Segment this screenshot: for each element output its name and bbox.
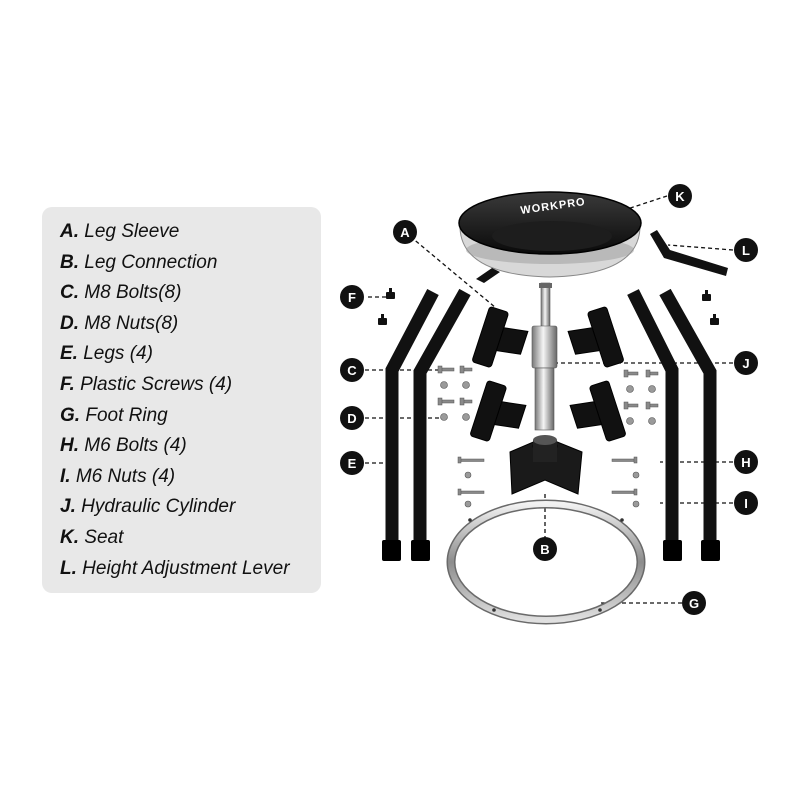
part-letter: G. (60, 404, 81, 426)
parts-list-panel: A. Leg Sleeve B. Leg Connection C. M8 Bo… (42, 207, 321, 593)
part-item-g: G. Foot Ring (60, 401, 290, 432)
part-name: Leg Connection (84, 251, 218, 273)
part-name: M6 Bolts (4) (84, 435, 187, 457)
legs-part (385, 288, 717, 545)
part-name: Seat (84, 526, 124, 548)
svg-text:C: C (347, 363, 357, 378)
part-item-h: H. M6 Bolts (4) (60, 431, 290, 462)
part-item-i: I. M6 Nuts (4) (60, 462, 290, 493)
svg-text:A: A (400, 225, 410, 240)
callout-j: J (734, 351, 758, 375)
callout-i: I (734, 491, 758, 515)
leader-a (404, 231, 497, 309)
svg-text:L: L (742, 243, 750, 258)
callout-badges: A B C D E F G H I J K L (340, 184, 758, 615)
part-item-a: A. Leg Sleeve (60, 217, 290, 248)
part-name: Foot Ring (85, 404, 168, 426)
svg-text:K: K (675, 189, 685, 204)
part-name: Plastic Screws (4) (80, 373, 233, 395)
callout-l: L (734, 238, 758, 262)
part-letter: J. (60, 496, 76, 518)
part-letter: K. (60, 526, 79, 548)
svg-text:F: F (348, 290, 356, 305)
part-item-k: K. Seat (60, 523, 290, 554)
callout-d: D (340, 406, 364, 430)
svg-text:E: E (348, 456, 357, 471)
part-name: Leg Sleeve (84, 221, 180, 242)
foot-ring-part (446, 499, 646, 625)
leg-sleeve-part (470, 306, 626, 442)
part-letter: L. (60, 557, 77, 579)
part-name: Hydraulic Cylinder (81, 496, 236, 518)
part-item-f: F. Plastic Screws (4) (60, 370, 290, 401)
callout-f: F (340, 285, 364, 309)
hydraulic-cylinder-part (531, 282, 558, 431)
part-item-l: L. Height Adjustment Lever (60, 554, 290, 585)
part-letter: D. (60, 312, 79, 334)
leader-l (667, 244, 734, 251)
leg-connection-part (509, 435, 583, 495)
parts-list: A. Leg Sleeve B. Leg Connection C. M8 Bo… (60, 217, 290, 584)
part-item-b: B. Leg Connection (60, 248, 290, 279)
svg-text:B: B (540, 542, 549, 557)
leader-k (611, 195, 668, 215)
part-name: M6 Nuts (4) (75, 465, 176, 487)
callout-c: C (340, 358, 364, 382)
callout-b: B (533, 537, 557, 561)
m8-bolts-part (437, 365, 659, 410)
part-name: Height Adjustment Lever (82, 557, 290, 579)
part-item-c: C. M8 Bolts(8) (60, 278, 290, 309)
svg-text:G: G (689, 596, 699, 611)
part-letter: H. (60, 435, 79, 457)
leg-feet (382, 540, 720, 561)
callout-k: K (668, 184, 692, 208)
part-item-e: E. Legs (4) (60, 339, 290, 370)
svg-text:I: I (744, 496, 748, 511)
part-letter: E. (60, 343, 78, 365)
part-name: M8 Bolts(8) (84, 282, 182, 304)
part-item-j: J. Hydraulic Cylinder (60, 492, 290, 523)
part-name: M8 Nuts(8) (84, 312, 179, 334)
svg-text:J: J (742, 356, 749, 371)
callout-e: E (340, 451, 364, 475)
part-letter: F. (60, 373, 75, 395)
m8-nuts-part (440, 381, 656, 425)
part-letter: A. (60, 221, 79, 242)
callout-a: A (393, 220, 417, 244)
part-letter: C. (60, 282, 79, 304)
part-name: Legs (4) (83, 343, 153, 365)
m6-nuts-part (464, 471, 640, 508)
part-letter: I. (60, 465, 71, 487)
m6-bolts-part (457, 456, 638, 496)
height-lever-part (650, 230, 728, 276)
seat-part: WORKPRO (458, 191, 642, 283)
part-letter: B. (60, 251, 79, 273)
svg-text:D: D (347, 411, 356, 426)
callout-h: H (734, 450, 758, 474)
plastic-screws-part (378, 288, 719, 325)
callout-g: G (682, 591, 706, 615)
svg-text:H: H (741, 455, 750, 470)
part-item-d: D. M8 Nuts(8) (60, 309, 290, 340)
